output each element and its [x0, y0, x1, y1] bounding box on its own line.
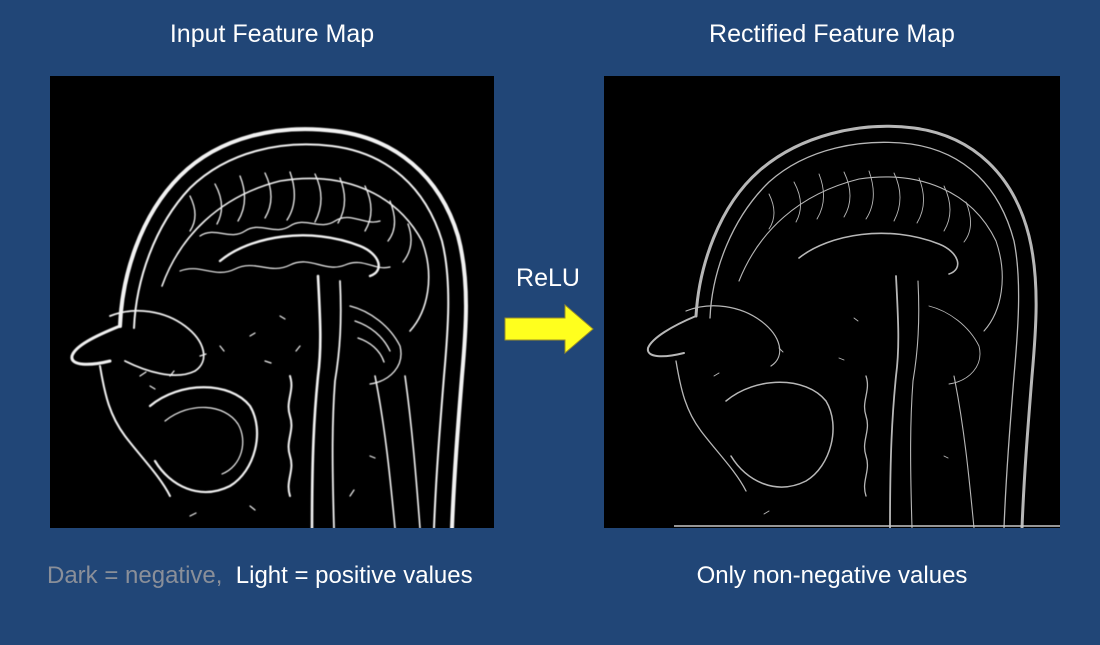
rectified-feature-map-title: Rectified Feature Map [709, 20, 955, 48]
input-values-caption: Dark = negative, Light = positive values [47, 562, 473, 590]
right-arrow-icon [504, 304, 594, 354]
input-mri-edge-drawing [70, 127, 468, 528]
rectified-values-caption: Only non-negative values [696, 562, 968, 589]
input-feature-map-image [50, 76, 494, 528]
relu-label: ReLU [516, 264, 580, 292]
rectified-mri-edge-drawing [646, 124, 1060, 528]
positive-values-caption: Light = positive values [235, 562, 473, 589]
negative-values-caption: Dark = negative, [47, 562, 223, 589]
input-feature-map-title: Input Feature Map [169, 20, 375, 48]
rectified-feature-map-image [604, 76, 1060, 528]
